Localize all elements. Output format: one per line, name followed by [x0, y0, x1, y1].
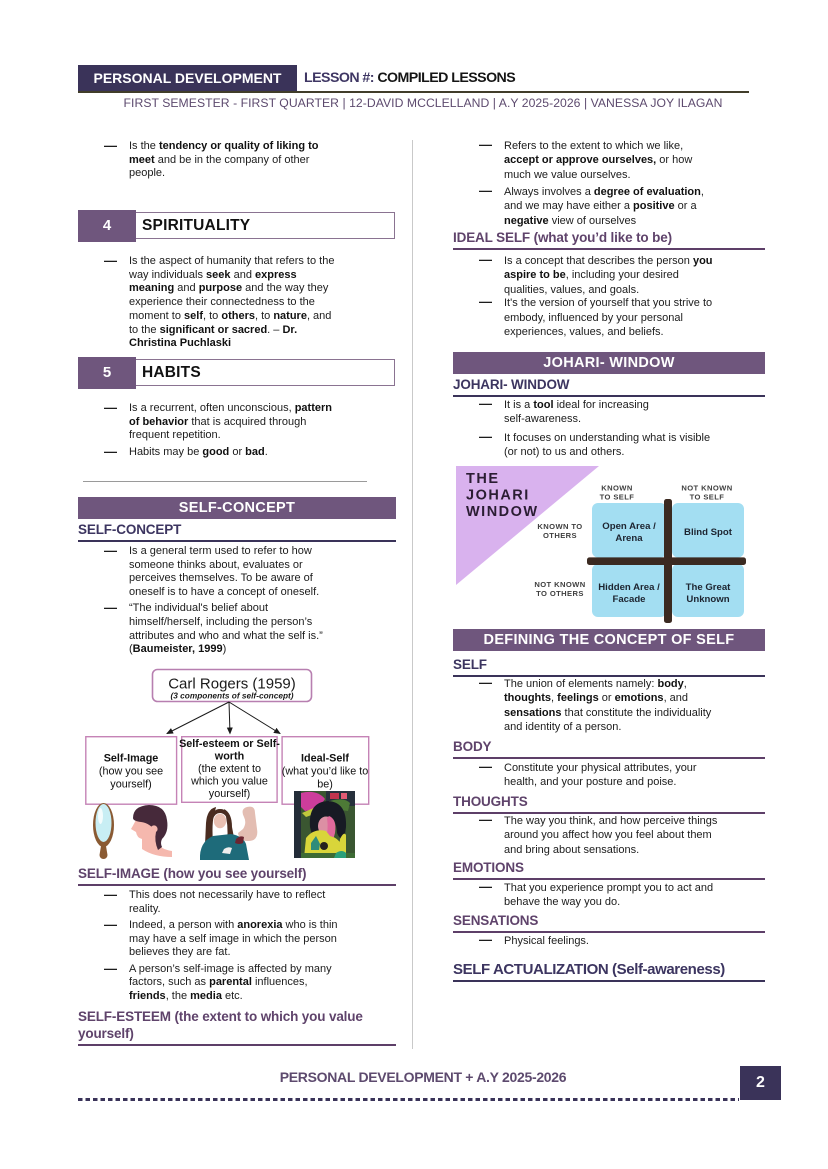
- svg-text:worth: worth: [214, 751, 244, 763]
- svg-text:NOT KNOWN: NOT KNOWN: [681, 484, 732, 493]
- svg-text:Self-esteem or Self-: Self-esteem or Self-: [179, 738, 280, 750]
- svg-text:WINDOW: WINDOW: [466, 504, 539, 520]
- svg-text:THE: THE: [466, 471, 500, 487]
- svg-text:Arena: Arena: [615, 533, 643, 544]
- svg-text:The Great: The Great: [686, 582, 732, 593]
- svg-text:KNOWN TO: KNOWN TO: [537, 522, 582, 531]
- svg-text:(how you see: (how you see: [99, 766, 163, 778]
- svg-text:yourself): yourself): [209, 788, 250, 800]
- svg-text:NOT KNOWN: NOT KNOWN: [534, 580, 585, 589]
- svg-text:Blind Spot: Blind Spot: [684, 527, 733, 538]
- svg-text:TO SELF: TO SELF: [600, 493, 635, 502]
- svg-text:Self-Image: Self-Image: [104, 753, 159, 765]
- svg-text:JOHARI: JOHARI: [466, 488, 530, 504]
- svg-text:be): be): [317, 779, 333, 791]
- svg-text:which you value: which you value: [190, 776, 268, 788]
- svg-text:Hidden Area /: Hidden Area /: [598, 582, 660, 593]
- svg-text:Facade: Facade: [612, 594, 645, 605]
- svg-text:TO SELF: TO SELF: [690, 493, 725, 502]
- svg-text:(the extent to: (the extent to: [198, 763, 261, 775]
- svg-text:TO OTHERS: TO OTHERS: [536, 589, 584, 598]
- svg-text:OTHERS: OTHERS: [543, 531, 577, 540]
- svg-text:KNOWN: KNOWN: [601, 484, 633, 493]
- svg-text:Ideal-Self: Ideal-Self: [301, 753, 349, 765]
- svg-text:Unknown: Unknown: [686, 594, 729, 605]
- svg-text:Open Area /: Open Area /: [602, 521, 656, 532]
- svg-text:(what you’d like to: (what you’d like to: [282, 766, 368, 778]
- svg-text:yourself): yourself): [110, 779, 151, 791]
- svg-text:Carl Rogers (1959): Carl Rogers (1959): [168, 676, 296, 693]
- svg-text:(3 components of self-concept): (3 components of self-concept): [170, 691, 293, 701]
